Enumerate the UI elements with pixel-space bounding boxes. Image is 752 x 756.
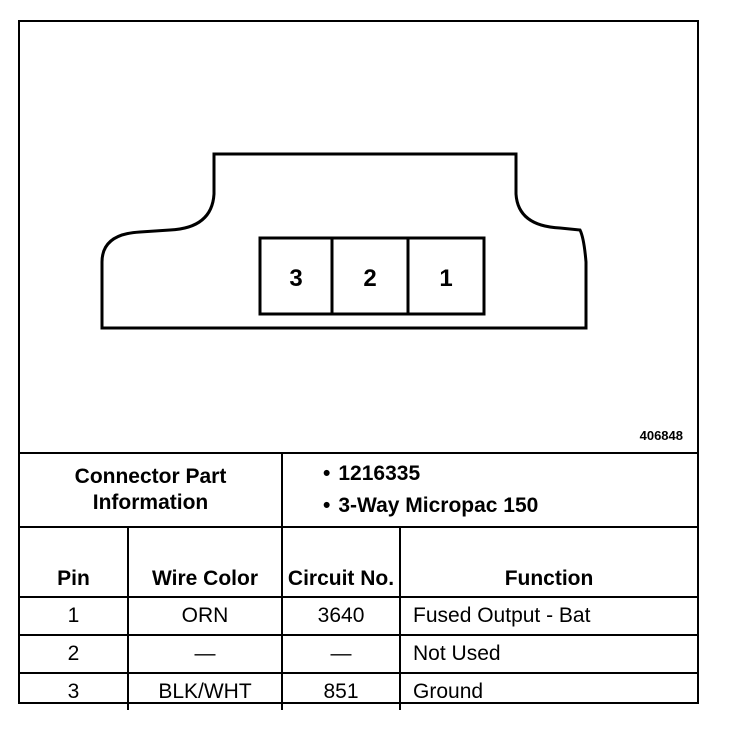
header-circuit-no: Circuit No. (281, 526, 402, 598)
figure-id: 406848 (639, 428, 683, 443)
cell-wire-color: ORN (126, 596, 284, 636)
cell-circuit: 3640 (281, 596, 402, 636)
pin-label-1: 1 (439, 265, 452, 292)
connector-diagram-frame: 3 2 1 406848 Connector Part Information … (18, 20, 699, 710)
table-row: 2 — — Not Used (20, 634, 698, 674)
connector-info-label: Connector Part Information (20, 452, 284, 528)
header-pin: Pin (20, 526, 129, 598)
cell-function: Ground (399, 672, 698, 710)
cell-function: Fused Output - Bat (399, 596, 698, 636)
cell-wire-color: BLK/WHT (126, 672, 284, 710)
connector-outline (100, 152, 588, 330)
cell-pin: 1 (20, 596, 129, 636)
cell-function: Not Used (399, 634, 698, 674)
header-wire-color: Wire Color (126, 526, 284, 598)
cell-pin: 2 (20, 634, 129, 674)
cell-circuit: 851 (281, 672, 402, 710)
table-row: 1 ORN 3640 Fused Output - Bat (20, 596, 698, 636)
table-row: 3 BLK/WHT 851 Ground (20, 672, 698, 710)
cell-circuit: — (281, 634, 402, 674)
pinout-table: Connector Part Information 1216335 3-Way… (20, 452, 698, 710)
header-function: Function (399, 526, 698, 598)
info-part-number: 1216335 (323, 458, 697, 490)
pin-label-2: 2 (363, 265, 376, 292)
info-connector-type: 3-Way Micropac 150 (323, 490, 697, 522)
connector-info-list: 1216335 3-Way Micropac 150 (281, 452, 698, 528)
pin-cavity-block (258, 236, 486, 316)
cell-wire-color: — (126, 634, 284, 674)
pin-label-3: 3 (289, 265, 302, 292)
cell-pin: 3 (20, 672, 129, 710)
connector-drawing: 3 2 1 (100, 152, 588, 330)
